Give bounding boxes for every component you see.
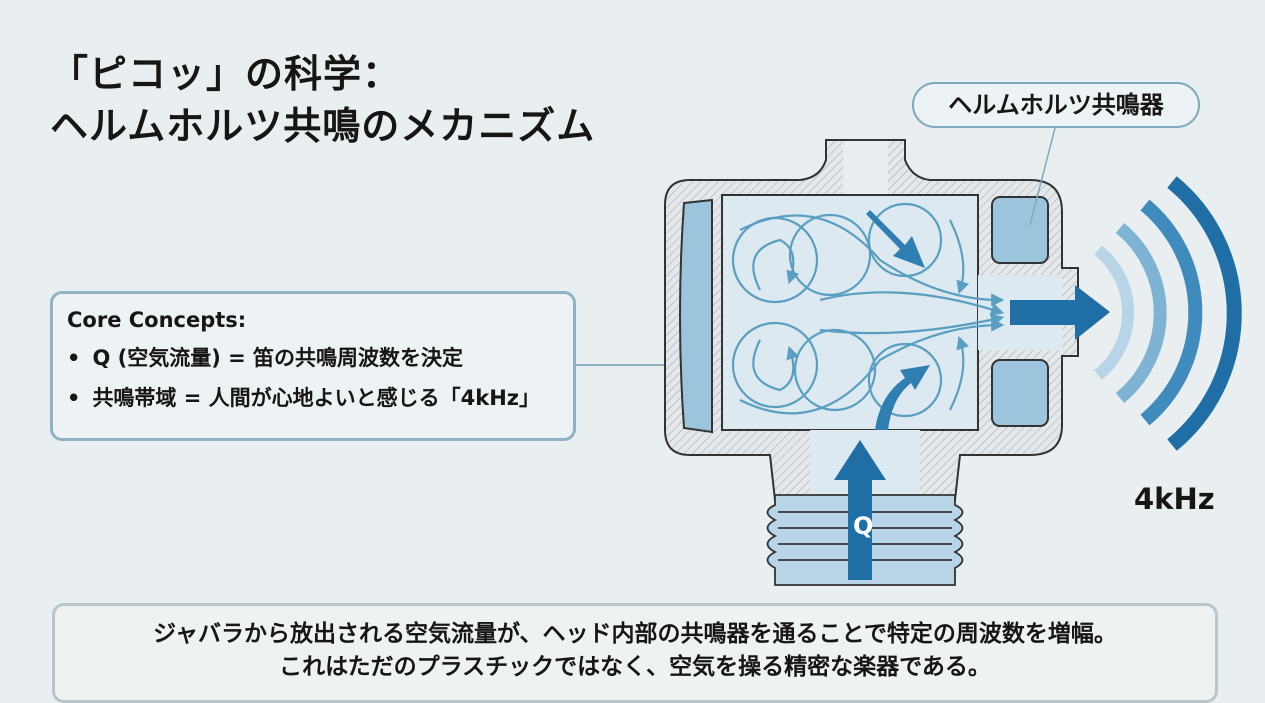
core-concept-item: Q (空気流量) = 笛の共鳴周波数を決定 (67, 342, 559, 372)
swirl-arrow-top (866, 210, 925, 268)
output-arrow (1010, 285, 1110, 340)
caption-line-2: これはただのプラスチックではなく、空気を操る精密な楽器である。 (279, 654, 991, 680)
airflow-swirls (731, 202, 1005, 418)
resonator-block-top (991, 196, 1049, 264)
airflow-q-arrow (834, 440, 886, 580)
swirl-arrow-bottom (875, 365, 930, 430)
frequency-label: 4kHz (1134, 482, 1215, 516)
title-line-1: 「ピコッ」の科学： (50, 52, 402, 96)
flow-q-label: Q (853, 512, 874, 540)
caption-line-1: ジャバラから放出される空気流量が、ヘッド内部の共鳴器を通ることで特定の周波数を増… (153, 621, 1117, 647)
caption-box: ジャバラから放出される空気流量が、ヘッド内部の共鳴器を通ることで特定の周波数を増… (52, 603, 1218, 703)
resonator-block-bottom (991, 359, 1049, 427)
resonator-leader-line (1029, 127, 1056, 226)
neck-opening (843, 141, 888, 196)
resonator-label: ヘルムホルツ共鳴器 (912, 82, 1200, 128)
page-title: 「ピコッ」の科学： ヘルムホルツ共鳴のメカニズム (50, 48, 595, 152)
title-line-2: ヘルムホルツ共鳴のメカニズム (50, 104, 596, 148)
core-concepts-box: Core Concepts: Q (空気流量) = 笛の共鳴周波数を決定 共鳴帯… (50, 291, 576, 441)
sound-waves (1094, 176, 1242, 451)
core-concept-item: 共鳴帯域 = 人間が心地よいと感じる「4kHz」 (67, 382, 559, 412)
left-plate (679, 198, 713, 434)
core-concepts-heading: Core Concepts: (67, 308, 247, 332)
